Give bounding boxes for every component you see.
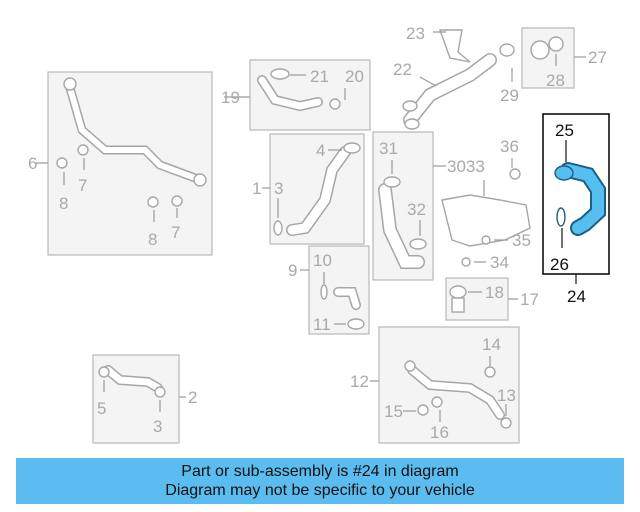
- hose-end-22a: [402, 100, 418, 112]
- fitting-18b: [451, 297, 465, 313]
- callout-28: 28: [546, 71, 565, 90]
- callout-19: 19: [221, 88, 240, 107]
- group-30-33: 31 3033 32: [372, 131, 485, 281]
- oring-10: [320, 284, 328, 300]
- callout-18: 18: [485, 283, 504, 302]
- callout-21: 21: [310, 67, 329, 86]
- group-1: 1 3 4: [252, 133, 365, 245]
- group-housing: 36 35 34: [441, 137, 531, 272]
- grommet-8-bottom: [147, 196, 159, 208]
- callout-13: 13: [497, 386, 516, 405]
- callout-25: 25: [555, 121, 574, 140]
- group-27-box: [521, 27, 575, 89]
- seal-28a: [530, 40, 550, 60]
- bolt-34: [461, 257, 471, 267]
- callout-10: 10: [313, 251, 332, 270]
- coolant-housing: [441, 194, 531, 247]
- bolt-16: [431, 396, 443, 408]
- clip-7-bottom: [171, 195, 183, 207]
- callout-27: 27: [588, 48, 607, 67]
- group-27: 27 28: [521, 27, 607, 90]
- hose-end-22b: [404, 118, 420, 130]
- callout-4: 4: [316, 141, 325, 160]
- callout-3b: 3: [153, 417, 162, 436]
- bolt-35: [481, 235, 491, 245]
- callout-20: 20: [345, 67, 364, 86]
- callout-26: 26: [550, 255, 569, 274]
- callout-8-top: 8: [59, 194, 68, 213]
- info-banner: Part or sub-assembly is #24 in diagram D…: [16, 458, 624, 504]
- callout-7-bottom: 7: [171, 223, 180, 242]
- callout-16: 16: [430, 423, 449, 442]
- callout-2: 2: [188, 388, 197, 407]
- callout-35: 35: [512, 231, 531, 250]
- group-9: 9 10 11: [288, 245, 370, 335]
- callout-15: 15: [384, 402, 403, 421]
- clamp-25: [554, 165, 574, 181]
- callout-36: 36: [500, 137, 519, 156]
- bracket-23: [439, 29, 471, 63]
- coolant-hose-24: [562, 164, 604, 234]
- group-22: 23 22 29: [393, 24, 519, 130]
- callout-3a: 3: [274, 179, 283, 198]
- callout-8-bottom: 8: [148, 230, 157, 249]
- callout-34: 34: [490, 253, 509, 272]
- group-19-box: [249, 59, 371, 131]
- clamp-18a: [449, 285, 467, 299]
- fitting-36: [509, 168, 521, 180]
- callout-9: 9: [288, 261, 297, 280]
- callout-23: 23: [406, 24, 425, 43]
- oring-5: [98, 366, 110, 378]
- group-19: 19 21 20: [221, 59, 371, 131]
- clamp-21: [270, 68, 290, 80]
- group-17: 18 17: [445, 277, 539, 321]
- oring-13: [500, 417, 512, 429]
- clamp-4: [343, 142, 361, 154]
- clamp-32: [409, 238, 427, 250]
- oring-26: [556, 207, 566, 227]
- callout-24: 24: [567, 287, 586, 306]
- callout-1: 1: [252, 179, 261, 198]
- callout-29: 29: [500, 86, 519, 105]
- group-6: 6 7 8 8 7: [28, 71, 213, 256]
- nut-15: [417, 404, 429, 416]
- grommet-8-top: [56, 157, 68, 169]
- group-12: 12 14 15 16 13: [350, 326, 520, 444]
- callout-14: 14: [482, 335, 501, 354]
- callout-6: 6: [28, 154, 37, 173]
- oring-20: [329, 98, 341, 110]
- oring-3: [273, 220, 283, 236]
- callout-30-33: 3033: [447, 157, 485, 176]
- clip-7-top: [77, 144, 89, 156]
- clamp-11: [347, 318, 365, 330]
- group-24: 25 26 24: [542, 113, 610, 306]
- pipe-end-6b: [193, 173, 207, 187]
- callout-32: 32: [407, 200, 426, 219]
- pipe-end-6a: [63, 77, 77, 91]
- callout-22: 22: [393, 60, 412, 79]
- callout-7-top: 7: [78, 176, 87, 195]
- group-2: 2 5 3: [92, 354, 197, 444]
- seal-28b: [548, 36, 564, 52]
- callout-12: 12: [350, 372, 369, 391]
- banner-line-2: Diagram may not be specific to your vehi…: [165, 482, 475, 499]
- fitting-14: [484, 366, 496, 378]
- callout-17: 17: [520, 290, 539, 309]
- callout-11: 11: [313, 315, 331, 334]
- clamp-29: [499, 43, 515, 57]
- pipe-end-12: [404, 360, 416, 372]
- callout-31: 31: [379, 139, 398, 158]
- clamp-31: [383, 176, 401, 188]
- callout-5: 5: [97, 399, 106, 418]
- banner-line-1: Part or sub-assembly is #24 in diagram: [181, 463, 459, 480]
- oring-3-bottom: [154, 386, 166, 398]
